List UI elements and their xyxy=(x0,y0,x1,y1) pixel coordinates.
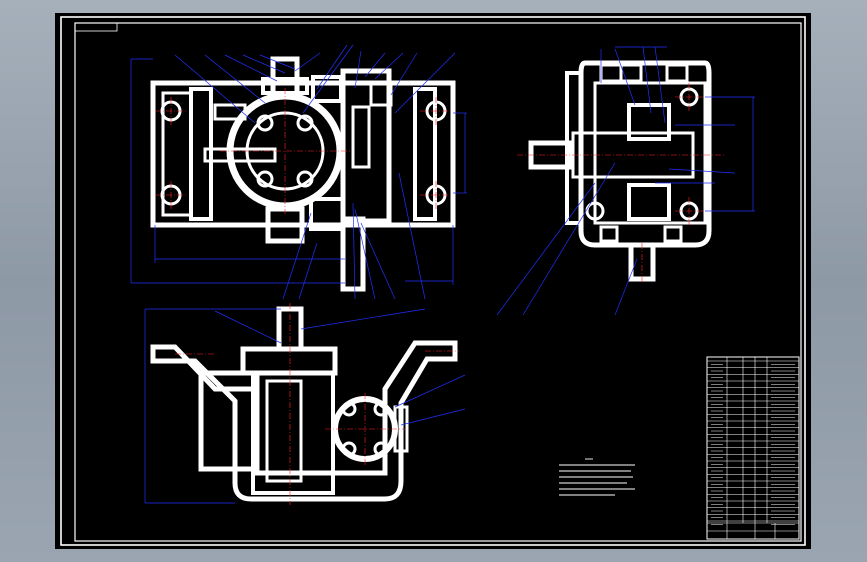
top-view-centerlines xyxy=(175,303,459,505)
side-view xyxy=(528,60,712,282)
top-view-dimensions xyxy=(144,308,466,504)
front-view xyxy=(150,56,456,292)
front-view-centerlines xyxy=(155,88,452,214)
title-block-rows xyxy=(707,360,799,525)
side-view-centerlines xyxy=(517,83,725,283)
title-block xyxy=(706,356,800,540)
corner-label-box xyxy=(74,22,118,32)
outer-frame xyxy=(60,16,806,546)
top-view xyxy=(150,306,458,502)
inner-frame xyxy=(74,22,802,542)
technical-notes xyxy=(559,458,635,496)
cad-drawing-canvas xyxy=(60,16,806,546)
front-view-dimensions xyxy=(130,44,467,300)
side-view-dimensions xyxy=(496,46,755,316)
drawing-sheet xyxy=(55,13,811,549)
